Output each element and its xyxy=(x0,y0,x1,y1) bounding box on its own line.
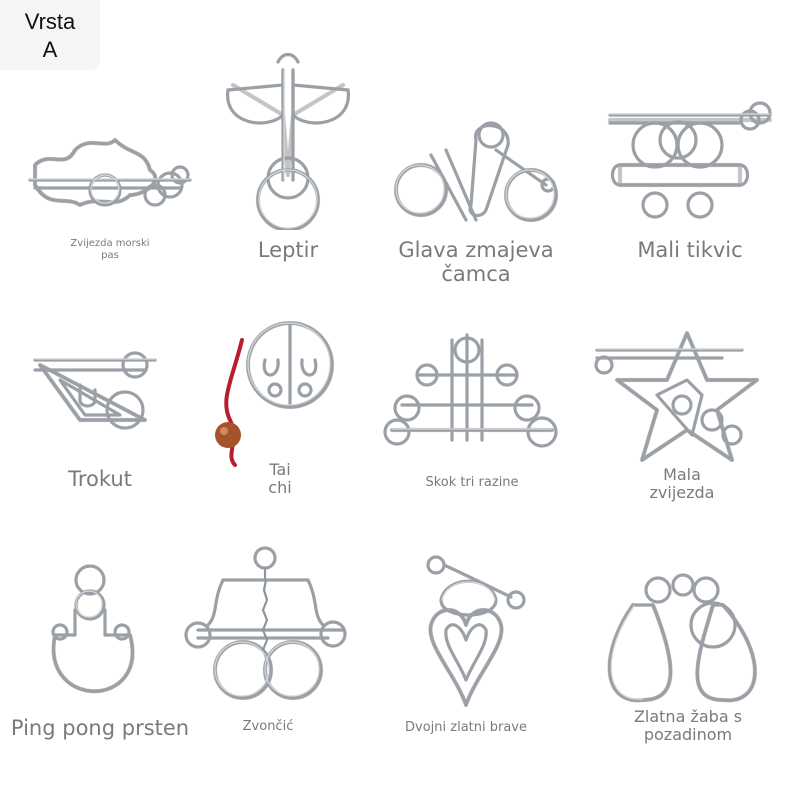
puzzle-card-tai-chi[interactable]: Tai chi xyxy=(180,320,380,580)
triangle-puzzle-image xyxy=(0,340,200,450)
puzzle-card-ping-pong-ring[interactable]: Ping pong prsten xyxy=(0,560,200,800)
type-badge-line1: Vrsta xyxy=(24,9,76,34)
type-badge-line2: A xyxy=(42,37,58,62)
puzzle-card-starfish[interactable]: Zvijezda morski pas xyxy=(10,110,210,370)
golden-frog-puzzle-image xyxy=(588,565,788,715)
little-star-puzzle-image xyxy=(582,325,782,465)
bell-puzzle-image xyxy=(168,540,368,710)
dragon-boat-puzzle-image xyxy=(376,110,576,230)
puzzle-card-little-gourd[interactable]: Mali tikvic xyxy=(590,95,790,355)
starfish-label: Zvijezda morski pas xyxy=(70,238,150,261)
puzzle-card-golden-frog[interactable]: Zlatna žaba s pozadinom xyxy=(588,565,788,800)
type-badge: Vrsta A xyxy=(0,0,100,70)
double-golden-lock-puzzle-image xyxy=(366,545,566,715)
wooden-bead xyxy=(215,422,241,448)
butterfly-puzzle-image xyxy=(188,50,388,230)
butterfly-label: Leptir xyxy=(257,238,319,262)
golden-frog-label: Zlatna žaba s pozadinom xyxy=(633,707,743,745)
starfish-puzzle-image xyxy=(10,110,210,230)
little-gourd-label: Mali tikvic xyxy=(637,238,743,262)
puzzle-card-butterfly[interactable]: Leptir xyxy=(188,50,388,310)
puzzle-card-three-level-jump[interactable]: Skok tri razine xyxy=(372,330,572,590)
triangle-label: Trokut xyxy=(68,467,132,491)
puzzle-card-triangle[interactable]: Trokut xyxy=(0,340,200,600)
little-gourd-puzzle-image xyxy=(590,95,790,235)
double-golden-lock-label: Dvojni zlatni brave xyxy=(405,720,527,735)
puzzle-card-little-star[interactable]: Mala zvijezda xyxy=(582,325,782,585)
tai-chi-label: Tai chi xyxy=(268,460,292,498)
three-level-jump-puzzle-image xyxy=(372,330,572,460)
puzzle-card-double-golden-lock[interactable]: Dvojni zlatni brave xyxy=(366,545,566,800)
puzzle-card-dragon-boat[interactable]: Glava zmajeva čamca xyxy=(376,110,576,370)
ping-pong-ring-puzzle-image xyxy=(0,560,200,710)
ping-pong-ring-label: Ping pong prsten xyxy=(10,716,190,740)
tai-chi-puzzle-image xyxy=(180,320,380,480)
dragon-boat-label: Glava zmajeva čamca xyxy=(398,238,554,287)
little-star-label: Mala zvijezda xyxy=(649,465,715,503)
three-level-jump-label: Skok tri razine xyxy=(425,475,519,490)
puzzle-card-bell[interactable]: Zvončić xyxy=(168,540,368,800)
bell-label: Zvončić xyxy=(242,719,294,734)
